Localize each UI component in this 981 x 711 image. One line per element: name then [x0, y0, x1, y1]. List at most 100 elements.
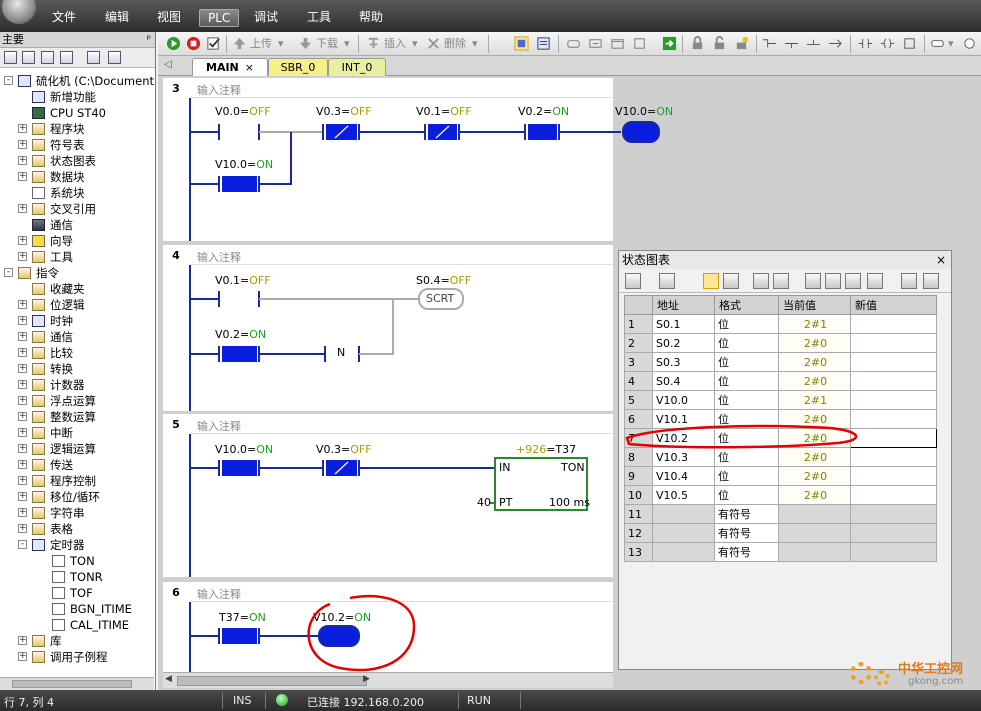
- download-button[interactable]: 下载: [316, 37, 338, 50]
- scroll-right-icon[interactable]: ▶: [363, 674, 370, 684]
- delete-icon[interactable]: [426, 36, 441, 51]
- contact-v0-3[interactable]: [322, 124, 360, 140]
- contact-t37[interactable]: [218, 628, 260, 644]
- new-value-cell[interactable]: [850, 466, 937, 486]
- tab-sbr0[interactable]: SBR_0: [268, 58, 328, 76]
- address-cell[interactable]: V10.2: [652, 428, 715, 448]
- coil-icon[interactable]: [880, 36, 895, 51]
- expand-icon[interactable]: +: [18, 347, 27, 357]
- address-cell[interactable]: S0.1: [652, 314, 715, 334]
- new-value-cell[interactable]: [850, 447, 937, 467]
- format-cell[interactable]: 位: [714, 409, 779, 429]
- expand-icon[interactable]: +: [18, 299, 27, 309]
- contact-icon[interactable]: [858, 36, 873, 51]
- expand-icon[interactable]: +: [18, 523, 27, 533]
- tree-tool-document-icon[interactable]: [60, 51, 73, 64]
- compile-icon[interactable]: [206, 36, 221, 51]
- address-cell[interactable]: V10.0: [652, 390, 715, 410]
- contact-v0-2[interactable]: [218, 346, 260, 362]
- collapse-icon[interactable]: -: [4, 76, 13, 85]
- window-icon[interactable]: [610, 36, 625, 51]
- expand-icon[interactable]: +: [18, 395, 27, 405]
- contact-v0-2[interactable]: [524, 124, 560, 140]
- new-value-cell[interactable]: [850, 314, 937, 334]
- comment-icon[interactable]: [930, 36, 945, 51]
- timer-box-t37[interactable]: [494, 457, 588, 511]
- scroll-thumb[interactable]: [177, 676, 367, 686]
- expand-icon[interactable]: +: [18, 251, 27, 261]
- contact-line-icon[interactable]: [762, 36, 777, 51]
- expand-icon[interactable]: +: [18, 123, 27, 133]
- program-status-icon[interactable]: [514, 36, 529, 51]
- tree-tool-window-icon[interactable]: [87, 51, 100, 64]
- collapse-icon[interactable]: -: [18, 540, 27, 549]
- expand-icon[interactable]: +: [18, 155, 27, 165]
- format-cell[interactable]: 位: [714, 314, 779, 334]
- app-menu-button[interactable]: [2, 0, 36, 24]
- arrow-right-icon[interactable]: [828, 36, 843, 51]
- tab-main[interactable]: MAIN×: [192, 58, 268, 76]
- format-cell[interactable]: 位: [714, 333, 779, 353]
- stop-icon[interactable]: [186, 36, 201, 51]
- rung-icon[interactable]: [566, 36, 581, 51]
- network-icon[interactable]: [588, 36, 603, 51]
- bookmark-icon[interactable]: [632, 36, 647, 51]
- network-comment[interactable]: 输入注释: [197, 84, 241, 97]
- expand-icon[interactable]: +: [18, 203, 27, 213]
- lock-icon[interactable]: [690, 36, 705, 51]
- network-comment[interactable]: 输入注释: [197, 251, 241, 264]
- expand-icon[interactable]: +: [18, 331, 27, 341]
- tab-scroll-left-icon[interactable]: ◁: [164, 59, 172, 70]
- new-value-cell[interactable]: [850, 409, 937, 429]
- pin-icon[interactable]: ᵖ: [146, 34, 151, 45]
- tree-horizontal-scrollbar[interactable]: [0, 677, 154, 690]
- expand-icon[interactable]: +: [18, 171, 27, 181]
- new-value-cell[interactable]: [850, 371, 937, 391]
- tree-tool-list-icon[interactable]: [22, 51, 35, 64]
- box-icon[interactable]: [902, 36, 917, 51]
- contact-v0-1[interactable]: [218, 291, 260, 307]
- address-cell[interactable]: V10.5: [652, 485, 715, 505]
- address-cell[interactable]: S0.4: [652, 371, 715, 391]
- new-value-cell[interactable]: [850, 428, 937, 448]
- insert-button[interactable]: 插入: [384, 37, 406, 50]
- branch-down-icon[interactable]: [784, 36, 799, 51]
- new-value-cell[interactable]: [850, 542, 937, 562]
- expand-icon[interactable]: +: [18, 411, 27, 421]
- address-cell[interactable]: S0.2: [652, 333, 715, 353]
- read-forced-icon[interactable]: [867, 273, 883, 289]
- expand-icon[interactable]: +: [18, 427, 27, 437]
- format-cell[interactable]: 位: [714, 371, 779, 391]
- close-icon[interactable]: ×: [935, 253, 946, 267]
- new-value-cell[interactable]: [850, 352, 937, 372]
- address-cell[interactable]: V10.4: [652, 466, 715, 486]
- menu-file[interactable]: 文件: [52, 10, 77, 24]
- address-cell[interactable]: [652, 504, 715, 524]
- format-cell[interactable]: 有符号: [714, 542, 779, 562]
- collapse-icon[interactable]: -: [4, 268, 13, 277]
- expand-icon[interactable]: +: [18, 315, 27, 325]
- expand-icon[interactable]: +: [18, 475, 27, 485]
- pencil-icon[interactable]: [773, 273, 789, 289]
- network-comment[interactable]: 输入注释: [197, 588, 241, 601]
- expand-icon[interactable]: +: [18, 459, 27, 469]
- contact-v10-0[interactable]: [218, 460, 260, 476]
- menu-view[interactable]: 视图: [157, 10, 182, 24]
- expand-icon[interactable]: +: [18, 491, 27, 501]
- menu-edit[interactable]: 编辑: [105, 10, 130, 24]
- contact-v10-0[interactable]: [218, 176, 260, 192]
- expand-icon[interactable]: +: [18, 507, 27, 517]
- expand-icon[interactable]: +: [18, 651, 27, 661]
- menu-plc[interactable]: PLC: [199, 9, 240, 27]
- tree-tool-view-icon[interactable]: [4, 51, 17, 64]
- force-value-icon[interactable]: [845, 273, 861, 289]
- pause-icon[interactable]: [723, 273, 739, 289]
- format-cell[interactable]: 有符号: [714, 523, 779, 543]
